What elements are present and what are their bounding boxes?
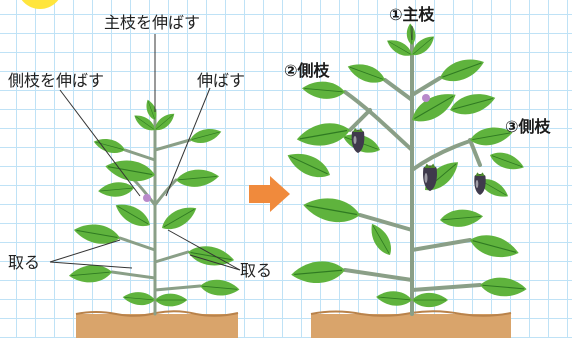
label-main-stem-extend: 主枝を伸ばす xyxy=(104,13,201,32)
label-side-stem-extend: 側枝を伸ばす xyxy=(8,71,105,90)
sun-decoration xyxy=(21,0,59,9)
transition-arrow xyxy=(249,176,290,212)
left-plant-illustration xyxy=(67,97,241,316)
label-remove-left: 取る xyxy=(8,253,41,272)
label-side-stem-3: ③側枝 xyxy=(505,117,551,136)
label-side-stem-2: ②側枝 xyxy=(284,61,330,80)
left-leader-lines xyxy=(49,34,241,271)
soil-bed-left xyxy=(76,314,238,338)
label-extend: 伸ばす xyxy=(197,71,246,90)
label-remove-right: 取る xyxy=(240,261,273,280)
right-plant-illustration xyxy=(283,22,528,316)
soil-bed-right xyxy=(311,314,511,338)
label-main-stem: ①主枝 xyxy=(389,5,435,24)
